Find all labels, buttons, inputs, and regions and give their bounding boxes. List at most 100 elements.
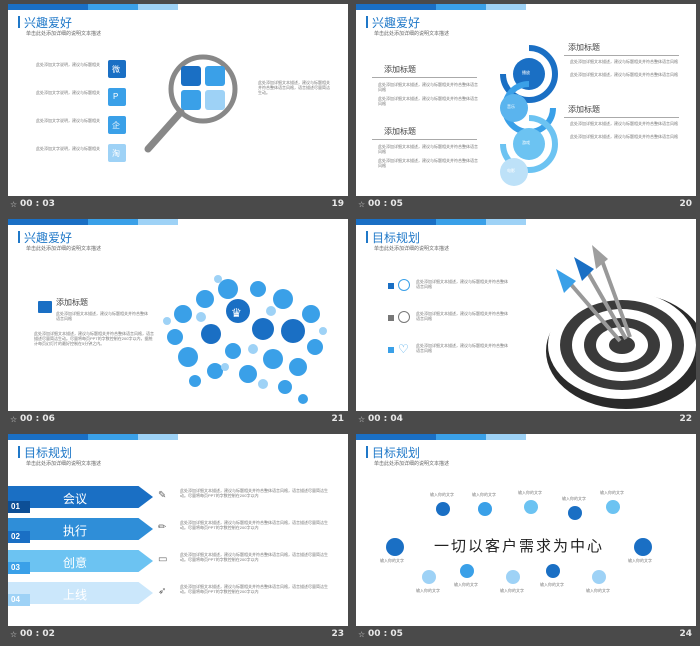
bullet-text: 此处添加详细文本描述，建议与标题相关并符合整体语言风格: [570, 134, 678, 139]
description-text: 此处添加详细文本描述，建议与标题相关并符合整体语言风格，语言描述尽量简洁生动。: [258, 80, 330, 95]
slide-canvas: 兴趣爱好 单击此处添加详细的说明文本描述 此处添加文字说明，建议与标题相关 此处…: [8, 4, 348, 196]
node-label: 输入你的文字: [562, 496, 586, 501]
accent-bar: [8, 434, 348, 440]
slide-thumbnail-20[interactable]: 兴趣爱好 单击此处添加详细的说明文本描述 添加标题 此处添加详细文本描述，建议与…: [356, 4, 696, 214]
slide-number: 24: [679, 629, 692, 639]
node-label: 输入你的文字: [380, 558, 404, 563]
heading: 添加标题: [384, 65, 416, 74]
slide-timing: 00 : 05: [368, 629, 403, 639]
circle-label: 电影: [507, 168, 515, 173]
slide-number: 23: [331, 629, 344, 639]
heading: 添加标题: [56, 298, 88, 307]
slide-subtitle: 单击此处添加详细的说明文本描述: [374, 461, 450, 467]
slide-subtitle: 单击此处添加详细的说明文本描述: [26, 246, 102, 252]
qq-icon: 企: [108, 116, 126, 134]
bullet-text: 此处添加详细文本描述，建议与标题相关并符合整体语言风格: [378, 158, 478, 168]
star-icon[interactable]: ☆: [358, 200, 366, 209]
list-item: 此处添加文字说明，建议与标题相关: [36, 118, 100, 123]
pencil-icon: ✏: [158, 522, 167, 533]
row-text: 此处添加详细文本描述，建议与标题相关并符合整体语言风格，语言描述尽量简洁生动。尽…: [180, 488, 328, 498]
step-label: 执行: [63, 524, 88, 538]
slide-number: 21: [331, 414, 344, 424]
slide-title: 目标规划: [24, 446, 73, 460]
star-icon[interactable]: ☆: [358, 415, 366, 424]
star-icon[interactable]: ☆: [10, 630, 18, 639]
star-icon[interactable]: ☆: [10, 415, 18, 424]
node-label: 输入你的文字: [628, 558, 652, 563]
accent-bar: [356, 219, 696, 225]
bullet-square: [388, 315, 394, 321]
slide-footer: ☆ 00 : 02 23: [8, 628, 348, 642]
weibo-icon: 微: [108, 60, 126, 78]
accent-bar: [356, 4, 696, 10]
node-label: 输入你的文字: [472, 492, 496, 497]
bullet-text: 此处添加详细文本描述，建议与标题相关并符合整体语言风格: [378, 82, 478, 92]
accent-bar: [8, 219, 348, 225]
node-icon: [422, 570, 436, 584]
step-label: 创意: [63, 556, 88, 570]
title-mark: [366, 231, 368, 243]
rocket-icon: ➶: [158, 586, 167, 597]
slide-subtitle: 单击此处添加详细的说明文本描述: [374, 246, 450, 252]
slide-title: 兴趣爱好: [24, 231, 73, 245]
node-label: 输入你的文字: [454, 582, 478, 587]
heading: 添加标题: [568, 105, 600, 114]
slide-subtitle: 单击此处添加详细的说明文本描述: [26, 31, 102, 37]
step-label: 上线: [63, 588, 88, 602]
slide-thumbnail-22[interactable]: 目标规划 单击此处添加详细的说明文本描述 此处添加详细文本描述，建议与标题相关并…: [356, 219, 696, 429]
list-item: 此处添加文字说明，建议与标题相关: [36, 90, 100, 95]
list-item: 此处添加文字说明，建议与标题相关: [36, 62, 100, 67]
slide-footer: ☆ 00 : 04 22: [356, 413, 696, 427]
slide-thumbnail-24[interactable]: 目标规划 单击此处添加详细的说明文本描述 一切以客户需求为中心 输入你的文字 输…: [356, 434, 696, 644]
node-icon: [436, 502, 450, 516]
circle-label: 播放: [522, 70, 530, 75]
slide-thumbnail-21[interactable]: 兴趣爱好 单击此处添加详细的说明文本描述 添加标题 此处添加详细文本描述，建议与…: [8, 219, 348, 429]
slide-canvas: 目标规划 单击此处添加详细的说明文本描述 此处添加详细文本描述，建议与标题相关并…: [356, 219, 696, 411]
node-label: 输入你的文字: [416, 588, 440, 593]
node-icon: [478, 502, 492, 516]
text-block: 此处添加详细文本描述，建议与标题相关并符合整体语言风格: [56, 311, 148, 321]
bullet-text: 此处添加详细文本描述，建议与标题相关并符合整体语言风格: [378, 144, 478, 154]
circle-label: 音乐: [507, 104, 515, 109]
node-label: 输入你的文字: [518, 490, 542, 495]
slide-thumbnail-23[interactable]: 目标规划 单击此处添加详细的说明文本描述 01 会议 02 执行 03 创意 0…: [8, 434, 348, 644]
slide-thumbnail-19[interactable]: 兴趣爱好 单击此处添加详细的说明文本描述 此处添加文字说明，建议与标题相关 此处…: [8, 4, 348, 214]
node-icon: [546, 564, 560, 578]
title-mark: [366, 446, 368, 458]
node-label: 输入你的文字: [500, 588, 524, 593]
slide-timing: 00 : 04: [368, 414, 403, 424]
slide-number: 22: [679, 414, 692, 424]
arrow-steps: 01 会议 02 执行 03 创意 04 上线: [8, 486, 153, 616]
list-item: 此处添加详细文本描述，建议与标题相关并符合整体语言风格: [416, 279, 508, 289]
step-label: 会议: [63, 492, 88, 506]
star-node-icon: [386, 538, 404, 556]
bullet-square: [388, 283, 394, 289]
node-icon: [592, 570, 606, 584]
node-label: 输入你的文字: [600, 490, 624, 495]
heading: 添加标题: [568, 43, 600, 52]
taobao-icon: 淘: [108, 144, 126, 162]
bullet-text: 此处添加详细文本描述，建议与标题相关并符合整体语言风格: [378, 96, 478, 106]
slide-footer: ☆ 00 : 05 24: [356, 628, 696, 642]
slide-footer: ☆ 00 : 05 20: [356, 198, 696, 212]
slide-canvas: 目标规划 单击此处添加详细的说明文本描述 一切以客户需求为中心 输入你的文字 输…: [356, 434, 696, 626]
star-icon[interactable]: ☆: [358, 630, 366, 639]
slide-number: 20: [679, 199, 692, 209]
slide-title: 目标规划: [372, 231, 421, 245]
accent-bar: [8, 4, 348, 10]
list-item: 此处添加详细文本描述，建议与标题相关并符合整体语言风格: [416, 343, 508, 353]
list-item: 此处添加详细文本描述，建议与标题相关并符合整体语言风格: [416, 311, 508, 321]
circle-label: 游戏: [522, 140, 530, 145]
node-label: 输入你的文字: [430, 492, 454, 497]
svg-text:♛: ♛: [231, 306, 242, 320]
document-icon: [38, 301, 52, 313]
node-icon: [606, 500, 620, 514]
star-icon[interactable]: ☆: [10, 200, 18, 209]
node-label: 输入你的文字: [540, 582, 564, 587]
slide-title: 兴趣爱好: [24, 16, 73, 30]
slide-footer: ☆ 00 : 06 21: [8, 413, 348, 427]
slide-title: 兴趣爱好: [372, 16, 421, 30]
title-mark: [18, 16, 20, 28]
title-mark: [18, 446, 20, 458]
slide-canvas: 目标规划 单击此处添加详细的说明文本描述 01 会议 02 执行 03 创意 0…: [8, 434, 348, 626]
